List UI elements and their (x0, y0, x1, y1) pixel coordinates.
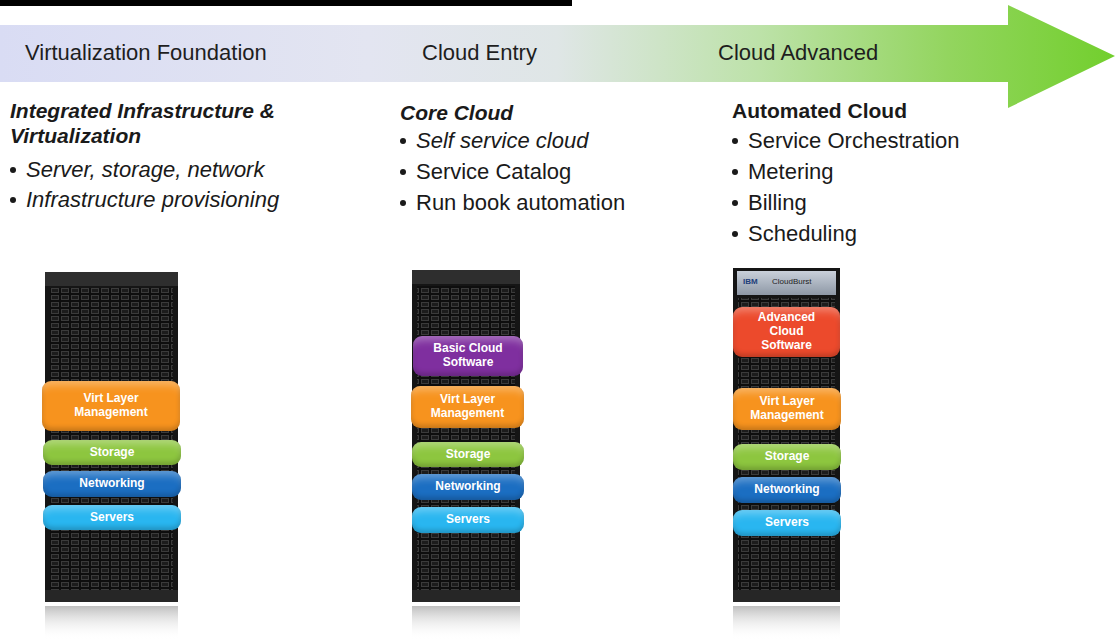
stack-layer-box: Virt Layer Management (733, 388, 841, 430)
stack-layer-box: Virt Layer Management (42, 381, 180, 431)
feature-item: Service Orchestration (748, 128, 960, 154)
rack-reflection (45, 606, 178, 640)
feature-item: Infrastructure provisioning (26, 187, 279, 213)
rack-body (733, 268, 840, 602)
rack-base (412, 590, 520, 602)
layer-name: Networking (435, 480, 500, 494)
rack-body (45, 272, 178, 602)
bullet-row: Billing (732, 190, 807, 216)
stack-layer-box: Servers (43, 505, 181, 530)
bullet-row: Self service cloud (400, 128, 588, 154)
stack-layer-box: Servers (412, 507, 524, 533)
bullet-dot (732, 200, 738, 206)
bullet-dot (10, 167, 16, 173)
label-row: Integrated Infrastructure & Virtualizati… (10, 98, 320, 148)
product-badge-text: CloudBurst (772, 277, 812, 287)
bullet-dot (10, 197, 16, 203)
bullet-row: Service Orchestration (732, 128, 960, 154)
stage-heading: Automated Cloud (732, 98, 907, 123)
layer-name: Servers (90, 511, 134, 525)
bullet-dot (400, 200, 406, 206)
layer-name: Basic Cloud Software (427, 342, 509, 370)
rack-reflection (733, 606, 840, 640)
layer-name: Servers (446, 513, 490, 527)
rack-bays (417, 286, 515, 590)
layer-name: Virt Layer Management (423, 393, 513, 421)
layer-name: Storage (446, 448, 491, 462)
product-badge-text: IBM (743, 277, 758, 287)
bullet-dot (732, 231, 738, 237)
stack-layer-box: Networking (412, 474, 524, 500)
stack-layer-box: Networking (43, 471, 181, 497)
rack-base (45, 590, 178, 602)
bullet-row: Infrastructure provisioning (10, 187, 279, 213)
stack-layer-box: Storage (43, 440, 181, 465)
feature-item: Billing (748, 190, 807, 216)
arrow-outline (0, 5, 1115, 108)
rack-reflection (412, 606, 520, 640)
stack-layer-box: Storage (412, 442, 524, 467)
bullet-dot (400, 169, 406, 175)
stage-name: Virtualization Foundation (25, 40, 267, 66)
layer-name: Storage (90, 446, 135, 460)
feature-item: Server, storage, network (26, 157, 264, 183)
layer-name: Advanced Cloud Software (754, 311, 820, 352)
layer-name: Networking (754, 483, 819, 497)
bullet-dot (732, 138, 738, 144)
top-bar (0, 0, 572, 6)
rack-top (45, 272, 178, 286)
bullet-row: Metering (732, 159, 834, 185)
layer-name: Storage (765, 450, 810, 464)
layer-name: Networking (79, 477, 144, 491)
bullet-row: Server, storage, network (10, 157, 264, 183)
stack-layer-box: Servers (733, 510, 841, 536)
rack-base (733, 590, 840, 602)
feature-item: Metering (748, 159, 834, 185)
bullet-row: Run book automation (400, 190, 625, 216)
bullet-row: Service Catalog (400, 159, 571, 185)
stage-name: Cloud Advanced (718, 40, 878, 66)
rack-bays (50, 288, 173, 590)
feature-item: Run book automation (416, 190, 625, 216)
rack-body (412, 270, 520, 602)
progress-arrow: Virtualization Foundation Cloud Entry Clou… (0, 5, 1115, 108)
stack-layer-box: Storage (733, 444, 841, 470)
bullet-row: Scheduling (732, 221, 857, 247)
stage-heading: Core Cloud (400, 100, 513, 125)
layer-name: Virt Layer Management (742, 395, 832, 423)
stack-layer-box: Advanced Cloud Software (733, 307, 840, 357)
bullet-dot (400, 138, 406, 144)
stack-layer-box: Networking (733, 477, 841, 503)
bullet-dot (732, 169, 738, 175)
feature-item: Self service cloud (416, 128, 588, 154)
stage-heading: Integrated Infrastructure & Virtualizati… (10, 98, 320, 148)
feature-item: Scheduling (748, 221, 857, 247)
label-row: CloudBurst (772, 277, 812, 287)
layer-name: Virt Layer Management (65, 392, 157, 420)
layer-name: Servers (765, 516, 809, 530)
stack-layer-box: Basic Cloud Software (413, 336, 523, 376)
label-row: Core Cloud (400, 100, 513, 125)
label-row: IBM (743, 277, 758, 287)
feature-item: Service Catalog (416, 159, 571, 185)
rack-name-panel (737, 271, 836, 295)
rack-top (412, 270, 520, 284)
label-row: Automated Cloud (732, 98, 907, 123)
stack-layer-box: Virt Layer Management (411, 386, 524, 428)
stage-name: Cloud Entry (422, 40, 537, 66)
